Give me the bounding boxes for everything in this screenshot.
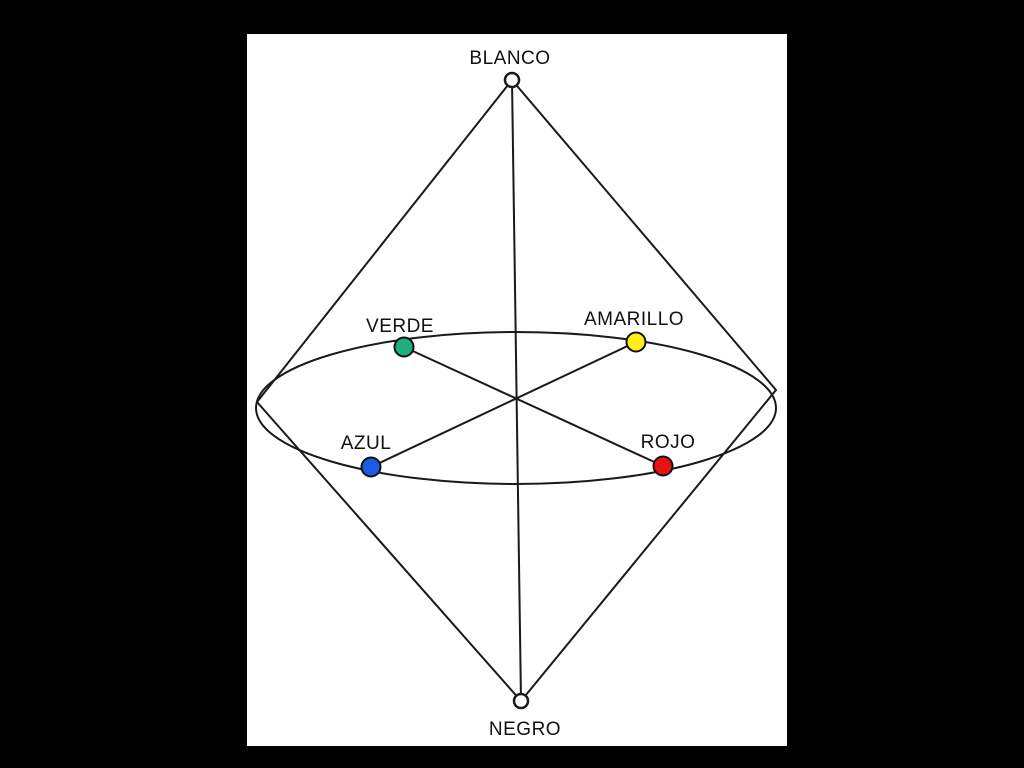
label-blanco: BLANCO [469, 48, 550, 69]
green-marker [393, 336, 415, 358]
label-negro: NEGRO [489, 719, 561, 740]
red-marker [652, 455, 674, 477]
upper-left-edge [256, 79, 513, 403]
lower-right-edge [520, 389, 777, 702]
gray-axis [511, 79, 522, 702]
label-azul: AZUL [341, 433, 392, 454]
hue-circle [255, 331, 777, 485]
label-amarillo: AMARILLO [584, 309, 684, 330]
label-rojo: ROJO [641, 432, 696, 453]
black-pole-marker [512, 692, 530, 710]
white-pole-marker [503, 71, 521, 89]
green-red-axis [403, 346, 664, 467]
blue-marker [360, 456, 382, 478]
yellow-marker [625, 331, 647, 353]
yellow-blue-axis [370, 341, 637, 468]
upper-right-edge [511, 79, 777, 391]
label-verde: VERDE [366, 316, 434, 337]
